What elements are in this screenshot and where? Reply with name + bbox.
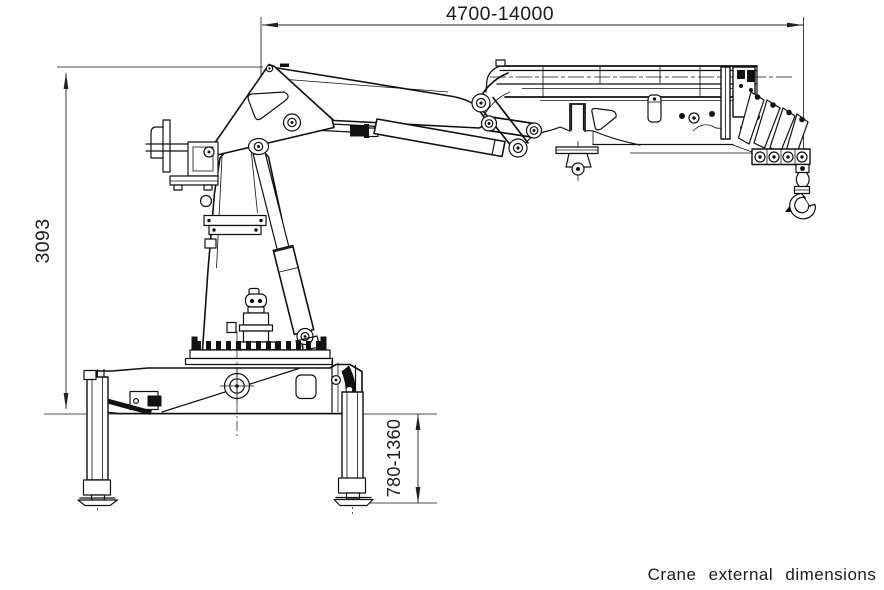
pivot-pin	[480, 115, 498, 132]
knuckle-linkage	[471, 93, 543, 158]
boom-reach-label: 4700-14000	[446, 3, 554, 25]
dimension-boom-reach: 4700-14000	[262, 3, 803, 28]
pivot-pin	[471, 93, 491, 113]
outrigger-left	[77, 369, 119, 512]
dimension-outrigger-stroke: 780-1360	[384, 414, 421, 503]
boom-head-stack	[720, 66, 811, 166]
slew-ring-flange	[189, 349, 331, 360]
flange-bolts	[191, 336, 327, 351]
hook	[789, 192, 816, 220]
pivot-pin	[525, 122, 543, 139]
outrigger-right	[333, 386, 374, 514]
column-head	[210, 63, 335, 156]
luffing-cylinder	[252, 150, 321, 352]
dimension-overall-height: 3093	[32, 73, 69, 409]
pivot-pin	[508, 138, 528, 158]
control-levers	[145, 119, 219, 191]
telescopic-boom	[485, 59, 795, 154]
outrigger-foot	[77, 499, 119, 507]
outrigger-stroke-label: 780-1360	[384, 419, 404, 497]
drawing-caption: Crane external dimensions	[648, 565, 877, 584]
base-frame	[96, 331, 363, 439]
outrigger-foot	[333, 498, 374, 507]
main-boom-arm	[270, 63, 486, 129]
dimension-layer: 4700-14000 3093 780-1360	[32, 3, 804, 504]
overall-height-label: 3093	[32, 219, 54, 264]
hoist-bracket	[555, 141, 599, 183]
hook-block	[785, 163, 816, 220]
